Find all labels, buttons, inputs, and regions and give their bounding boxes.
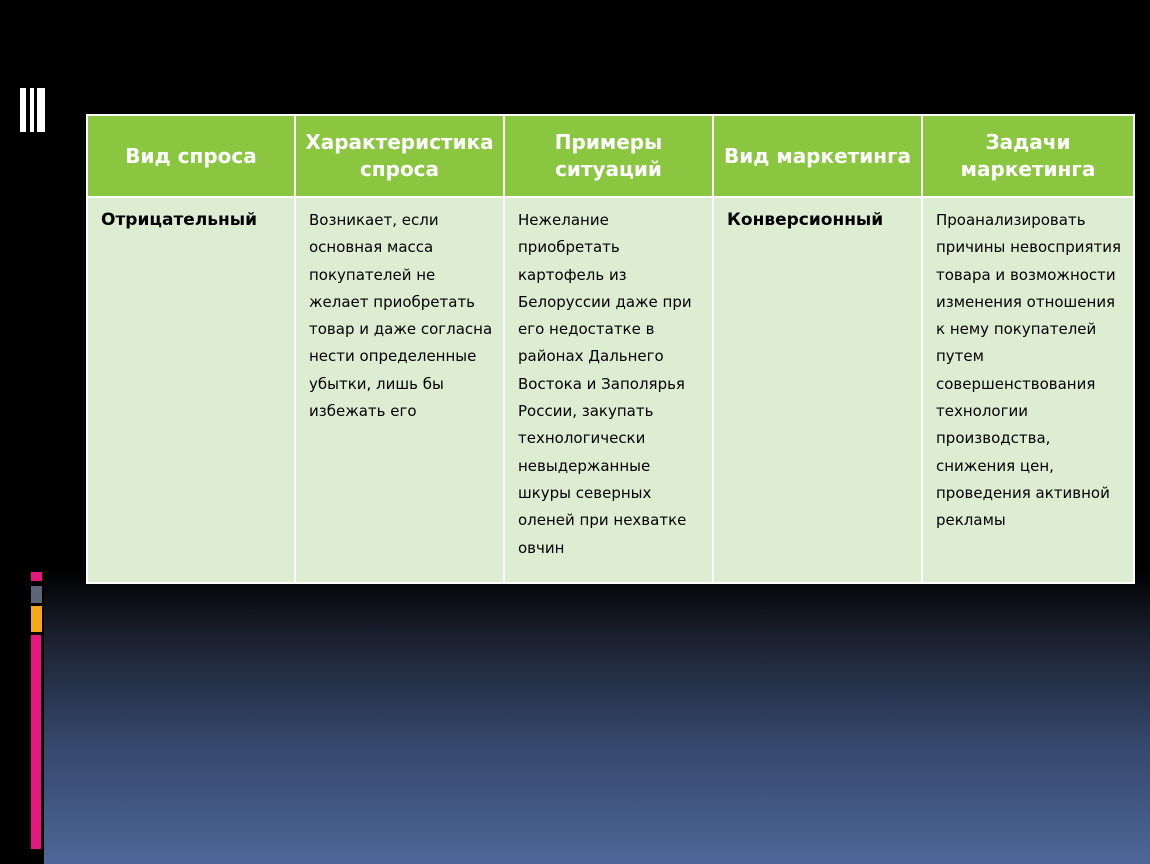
header-examples: Примеры ситуаций (503, 114, 714, 198)
cell-characteristic: Возникает, если основная масса покупател… (294, 196, 505, 584)
header-characteristic: Характеристика спроса (294, 114, 505, 198)
header-demand-type: Вид спроса (86, 114, 296, 198)
cell-tasks: Проанализировать причины невосприятия то… (921, 196, 1135, 584)
cell-demand-type: Отрицательный (86, 196, 296, 584)
table-row: Отрицательный Возникает, если основная м… (86, 196, 1135, 584)
table-header-row: Вид спроса Характеристика спроса Примеры… (86, 114, 1135, 198)
cell-examples: Нежелание приобретать картофель из Белор… (503, 196, 714, 584)
cell-marketing-type: Конверсионный (712, 196, 923, 584)
header-tasks: Задачи маркетинга (921, 114, 1135, 198)
demand-marketing-table: Вид спроса Характеристика спроса Примеры… (86, 114, 1135, 584)
header-marketing-type: Вид маркетинга (712, 114, 923, 198)
